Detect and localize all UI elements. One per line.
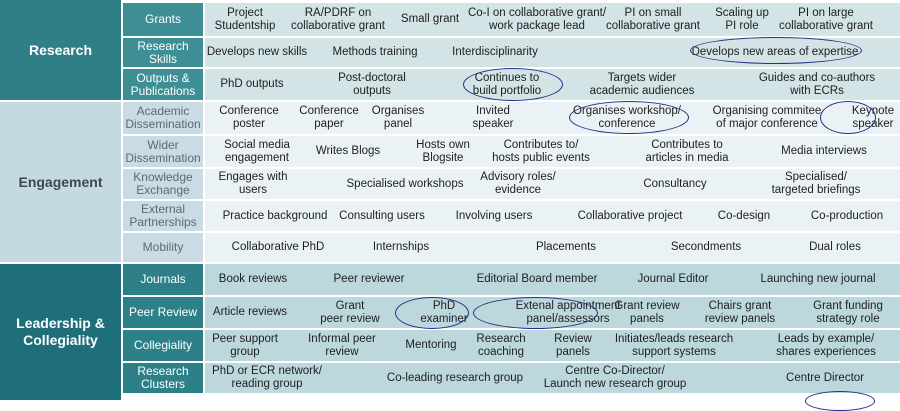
table-cell: Small grant: [400, 13, 460, 25]
table-cell: Conference paper: [299, 105, 359, 130]
table-cell: Co-I on collaborative grant/ work packag…: [467, 6, 607, 32]
row-label-external-partnerships: External Partnerships: [123, 201, 203, 231]
table-cell: Hosts own Blogsite: [416, 138, 470, 164]
table-cell: Organising commitee of major conference: [712, 105, 822, 130]
table-cell: Extenal appointment panel/assessors: [515, 299, 621, 325]
table-cell: Grant funding strategy role: [813, 299, 883, 325]
table-cell: Co-production: [810, 209, 884, 222]
table-cell: Internships: [372, 241, 430, 253]
table-cell: Leads by example/ shares experiences: [776, 332, 876, 358]
row-label-mobility: Mobility: [123, 233, 203, 262]
table-cell: Specialised workshops: [346, 177, 464, 190]
table-row: Develops new skills Methods training Inter…: [205, 38, 900, 67]
table-row: Social media engagement Writes Blogs Hosts…: [205, 136, 900, 167]
table-cell: Consultancy: [643, 177, 707, 190]
table-cell: RA/PDRF on collaborative grant: [291, 6, 385, 32]
section-research: Research: [0, 0, 121, 100]
table-cell: Grant peer review: [320, 299, 380, 325]
table-cell: Invited speaker: [472, 105, 514, 130]
table-cell: Collaborative project: [577, 209, 683, 222]
table-cell: Mentoring: [405, 339, 457, 351]
table-cell: Writes Blogs: [315, 145, 381, 157]
table-row: Conference poster Conference paper Organis…: [205, 102, 900, 134]
table-cell: Methods training: [332, 46, 418, 58]
table-cell: Consulting users: [339, 209, 425, 222]
row-label-collegiality: Collegiality: [123, 330, 203, 361]
table-cell: Social media engagement: [224, 138, 290, 164]
table-cell: Placements: [535, 241, 597, 253]
table-cell: Grant review panels: [614, 299, 680, 325]
table-row: Engages with users Specialised workshops A…: [205, 169, 900, 199]
table-cell: Scaling up PI role: [715, 6, 769, 32]
table-cell: Specialised/ targeted briefings: [771, 171, 861, 196]
table-row: PhD or ECR network/ reading group Co-lead…: [205, 363, 900, 393]
table-cell: Book reviews: [218, 273, 288, 285]
table-cell: Collaborative PhD: [231, 241, 325, 253]
table-cell: Launching new journal: [760, 273, 876, 285]
table-cell: Centre Director: [786, 371, 864, 384]
table-row: Peer support group Informal peer review Me…: [205, 330, 900, 361]
table-cell: Develops new areas of expertise: [691, 46, 859, 58]
table-cell: PhD outputs: [220, 78, 284, 90]
table-cell: Editorial Board member: [476, 273, 598, 285]
table-row: Collaborative PhD Internships Placements Se…: [205, 233, 900, 262]
table-cell: Review panels: [554, 332, 592, 358]
table-cell: Involving users: [455, 209, 533, 222]
table-cell: Post-doctoral outputs: [338, 71, 406, 97]
table-cell: Develops new skills: [206, 46, 308, 58]
row-label-peer-review: Peer Review: [123, 297, 203, 328]
table-cell: Dual roles: [809, 241, 861, 253]
table-row: Project Studentship RA/PDRF on collaborat…: [205, 3, 900, 36]
table-cell: Contributes to articles in media: [645, 138, 729, 164]
row-label-academic-dissemination: Academic Dissemination: [123, 102, 203, 134]
table-cell: Centre Co-Director/ Launch new research …: [543, 365, 687, 390]
table-cell: Conference poster: [219, 105, 279, 130]
table-row: Book reviews Peer reviewer Editorial Board…: [205, 264, 900, 295]
table-cell: Advisory roles/ evidence: [480, 171, 556, 196]
table-cell: Continues to build portfolio: [472, 71, 542, 97]
table-cell: Organises panel: [371, 105, 425, 130]
table-cell: Interdisciplinarity: [452, 46, 538, 58]
row-label-research-skills: Research Skills: [123, 38, 203, 67]
row-label-grants: Grants: [123, 3, 203, 36]
table-cell: Research coaching: [476, 332, 526, 358]
table-cell: Media interviews: [781, 145, 867, 157]
row-label-research-clusters: Research Clusters: [123, 363, 203, 393]
table-row: PhD outputs Post-doctoral outputs Continue…: [205, 69, 900, 100]
table-cell: Initiates/leads research support systems: [614, 332, 734, 358]
table-cell: Engages with users: [218, 171, 288, 196]
row-label-wider-dissemination: Wider Dissemination: [123, 136, 203, 167]
table-cell: Informal peer review: [308, 332, 376, 358]
table-cell: Peer support group: [212, 332, 278, 358]
table-cell: Co-leading research group: [386, 371, 524, 384]
table-cell: PI on large collaborative grant: [779, 6, 873, 32]
table-cell: PhD examiner: [420, 299, 468, 325]
row-label-journals: Journals: [123, 264, 203, 295]
highlight-circle: [805, 391, 875, 411]
table-cell: Secondments: [670, 241, 742, 253]
table-cell: Contributes to/ hosts public events: [492, 138, 590, 164]
table-cell: PhD or ECR network/ reading group: [212, 365, 322, 390]
table-cell: Targets wider academic audiences: [589, 71, 695, 97]
section-engagement: Engagement: [0, 102, 121, 262]
table-cell: Journal Editor: [637, 273, 709, 285]
row-label-outputs-publications: Outputs & Publications: [123, 69, 203, 100]
table-row: Practice background Consulting users Invol…: [205, 201, 900, 231]
table-cell: Guides and co-authors with ECRs: [758, 71, 876, 97]
table-cell: Keynote speaker: [851, 105, 895, 130]
section-leadership-collegiality: Leadership & Collegiality: [0, 264, 121, 400]
table-cell: PI on small collaborative grant: [606, 6, 700, 32]
row-label-knowledge-exchange: Knowledge Exchange: [123, 169, 203, 199]
table-cell: Co-design: [717, 209, 771, 222]
table-cell: Chairs grant review panels: [704, 299, 776, 325]
table-cell: Peer reviewer: [333, 273, 405, 285]
table-row: Article reviews Grant peer review PhD exam…: [205, 297, 900, 328]
table-cell: Practice background: [222, 209, 328, 222]
table-cell: Project Studentship: [214, 6, 276, 32]
table-cell: Organises workshop/ conference: [572, 105, 682, 130]
table-cell: Article reviews: [212, 306, 288, 318]
